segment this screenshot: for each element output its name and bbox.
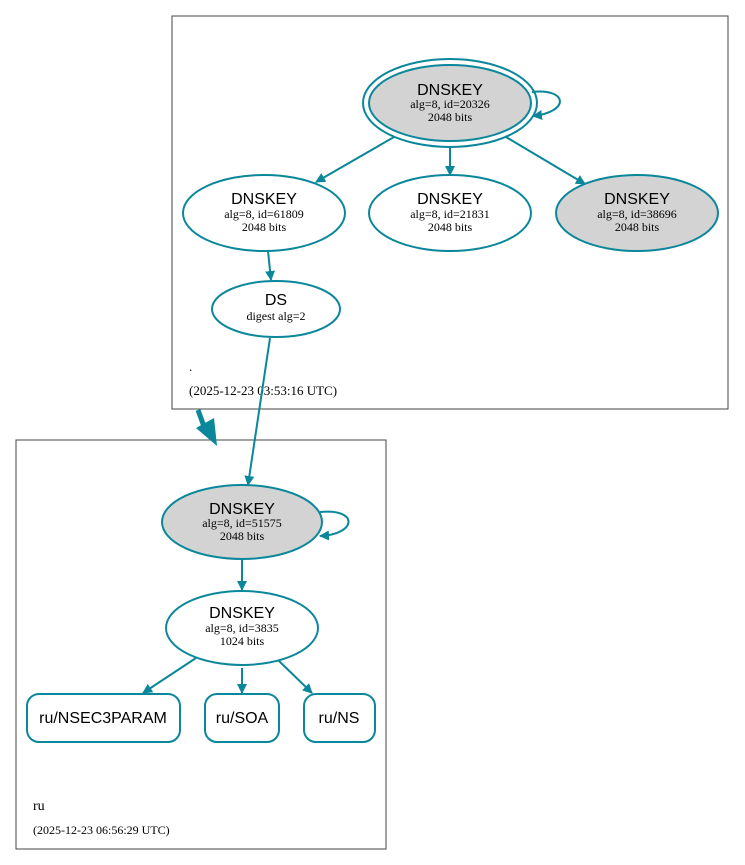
node-root-ds-detail: digest alg=2 [246,309,305,323]
edges [142,90,586,694]
node-root-ksk-title: DNSKEY [417,82,483,99]
node-root-key3-title: DNSKEY [604,191,670,208]
node-ru-zsk[interactable]: DNSKEY alg=8, id=3835 1024 bits [165,590,319,666]
edge-root-ksk-self [531,90,561,120]
node-root-ksk-bits: 2048 bits [428,110,473,124]
node-ru-zsk-shape [165,590,319,666]
node-root-key3[interactable]: DNSKEY alg=8, id=38696 2048 bits [555,174,719,252]
node-ru-ns[interactable]: ru/NS [303,693,376,743]
node-ru-soa-label: ru/SOA [216,710,269,727]
zone-ru-timestamp: (2025-12-23 06:56:29 UTC) [33,823,170,837]
node-root-ksk-detail: alg=8, id=20326 [410,97,490,111]
zone-root-border [171,15,729,410]
node-ru-nsec3param-shape [26,693,181,743]
edge-root-ksk-to-key3 [505,136,586,185]
node-ru-ksk-bits: 2048 bits [220,529,265,543]
node-root-zsk1-bits: 2048 bits [242,220,287,234]
node-root-key3-shape [555,174,719,252]
node-root-ksk-shape [368,64,532,142]
zone-root-name: . [189,359,192,374]
edge-zsk1-to-ds [265,250,276,281]
node-root-zsk2-detail: alg=8, id=21831 [410,207,490,221]
node-root-zsk2[interactable]: DNSKEY alg=8, id=21831 2048 bits [368,174,532,252]
node-root-ksk-outer-border [362,58,538,148]
node-ru-ksk-detail: alg=8, id=51575 [202,516,282,530]
node-ru-ksk[interactable]: DNSKEY alg=8, id=51575 2048 bits [161,484,323,560]
node-ru-ksk-title: DNSKEY [209,501,275,518]
delegation-arrow-head [196,418,217,446]
node-ru-soa[interactable]: ru/SOA [204,693,280,743]
node-root-ksk[interactable]: DNSKEY alg=8, id=20326 2048 bits [362,58,538,148]
node-root-zsk1-shape [182,174,346,252]
zone-ru-border [15,439,387,850]
node-ru-nsec3param[interactable]: ru/NSEC3PARAM [26,693,181,743]
node-ru-zsk-title: DNSKEY [209,605,275,622]
node-root-zsk1-title: DNSKEY [231,191,297,208]
edge-ru-ksk-self [319,510,350,541]
node-ru-zsk-detail: alg=8, id=3835 [205,621,279,635]
node-root-ds[interactable]: DS digest alg=2 [211,280,341,338]
delegation-arrow [195,409,217,446]
node-root-ds-shape [211,280,341,338]
node-root-ds-title: DS [265,292,287,309]
zone-ru: ru (2025-12-23 06:56:29 UTC) [15,439,387,850]
node-ru-ns-shape [303,693,376,743]
node-ru-ns-label: ru/NS [319,710,360,727]
edge-ru-zsk-to-nsec3param [142,657,197,694]
node-root-zsk2-bits: 2048 bits [428,220,473,234]
edge-root-ksk-to-zsk1 [315,136,395,183]
edge-ru-zsk-to-ns [277,659,313,694]
zone-ru-name: ru [33,799,45,814]
node-root-zsk2-title: DNSKEY [417,191,483,208]
node-root-zsk1-detail: alg=8, id=61809 [224,207,304,221]
node-ru-zsk-bits: 1024 bits [220,634,265,648]
node-ru-ksk-shape [161,484,323,560]
node-root-key3-detail: alg=8, id=38696 [597,207,677,221]
edge-ds-to-ru-ksk [244,337,271,486]
node-root-key3-bits: 2048 bits [615,220,660,234]
node-root-zsk1[interactable]: DNSKEY alg=8, id=61809 2048 bits [182,174,346,252]
node-ru-nsec3param-label: ru/NSEC3PARAM [39,710,167,727]
node-root-zsk2-shape [368,174,532,252]
node-ru-soa-shape [204,693,280,743]
